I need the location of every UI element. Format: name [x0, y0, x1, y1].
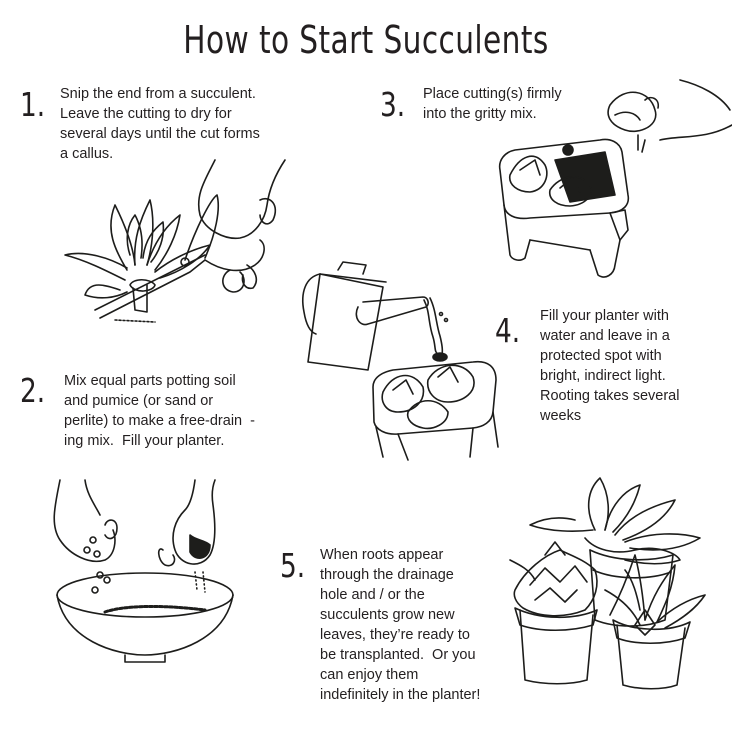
step-4-text: Fill your planter with water and leave i… [540, 306, 679, 426]
step-1-text: Snip the end from a succulent. Leave the… [60, 84, 260, 164]
scissors-cutting-succulent-icon [64, 159, 286, 323]
step-4-line: Rooting takes several [540, 388, 680, 404]
watering-can-pouring-icon [302, 261, 499, 461]
step-1-line: Leave the cutting to dry for [60, 106, 232, 122]
bowl-mixing-soil-icon [53, 479, 234, 663]
step-3-line: Place cutting(s) firmly [423, 86, 562, 102]
page-title: How to Start Succulents [183, 18, 549, 62]
step-2-line: ing mix. Fill your planter. [64, 433, 225, 449]
step-5-line: be transplanted. Or you [320, 647, 476, 663]
step-5-line: can enjoy them [320, 667, 419, 683]
step-4-line: protected spot with [540, 348, 662, 364]
step-5-line: indefinitely in the planter! [320, 687, 481, 703]
step-4-number: 4. [495, 311, 521, 350]
step-2-number: 2. [20, 371, 46, 410]
step-4-line: bright, indirect light. [540, 368, 666, 384]
potted-succulents-icon [509, 477, 706, 690]
step-5-line: When roots appear [320, 547, 444, 563]
step-5-number: 5. [280, 546, 306, 585]
step-2-line: and pumice (or sand or [64, 393, 214, 409]
step-5-line: through the drainage [320, 567, 454, 583]
step-3-text: Place cutting(s) firmly into the gritty … [423, 84, 562, 124]
step-1-number: 1. [20, 85, 46, 124]
step-4-line: Fill your planter with [540, 308, 669, 324]
planter-with-cutting-icon [498, 79, 732, 278]
step-1-line: Snip the end from a succulent. [60, 86, 256, 102]
step-4-line: water and leave in a [540, 328, 670, 344]
step-5-text: When roots appear through the drainage h… [320, 545, 480, 705]
step-3-line: into the gritty mix. [423, 106, 537, 122]
step-5-line: succulents grow new [320, 607, 455, 623]
step-4-line: weeks [540, 408, 582, 424]
step-5-line: hole and / or the [320, 587, 425, 603]
step-1-line: a callus. [60, 146, 114, 162]
step-1-line: several days until the cut forms [60, 126, 260, 142]
step-2-line: Mix equal parts potting soil [64, 373, 236, 389]
step-3-number: 3. [380, 85, 406, 124]
step-5-line: leaves, they’re ready to [320, 627, 470, 643]
step-2-text: Mix equal parts potting soil and pumice … [64, 371, 255, 451]
step-2-line: perlite) to make a free-drain - [64, 413, 255, 429]
